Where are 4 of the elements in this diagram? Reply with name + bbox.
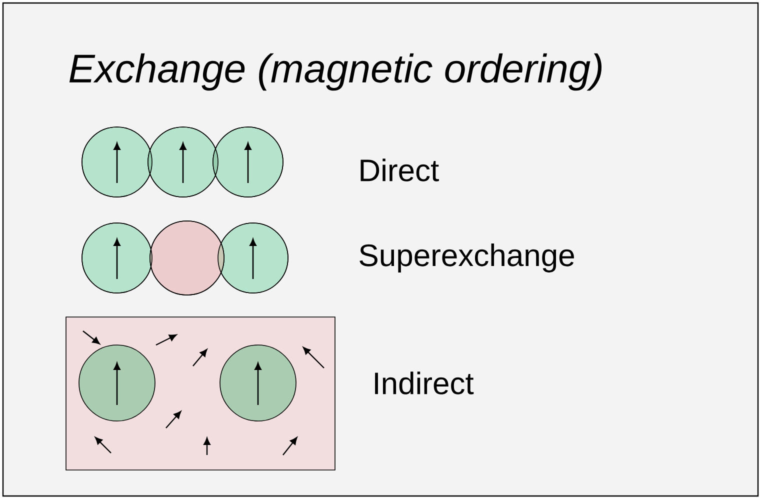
row-label: Indirect xyxy=(375,372,474,394)
title: Exchange (magnetic ordering) xyxy=(69,53,602,91)
row-label: Direct xyxy=(360,158,439,182)
row-label: Superexchange xyxy=(360,244,574,272)
